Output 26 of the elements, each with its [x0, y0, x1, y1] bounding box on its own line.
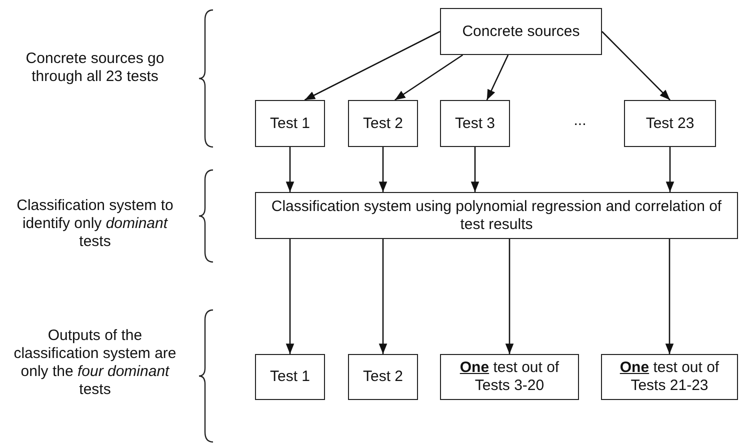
arrow [394, 54, 464, 101]
row-description: Concrete sources go through all 23 tests [24, 50, 166, 86]
test-box: Test 3 [440, 100, 510, 147]
arrow [286, 239, 294, 354]
test-box: Test 1 [255, 100, 325, 147]
ellipsis: ... [572, 112, 588, 130]
classification-box: Classification system using polynomial regression and correlation of test results [255, 192, 738, 239]
arrow [505, 239, 514, 354]
test-box: One test out of Tests 21-23 [601, 354, 738, 400]
row-description: Classification system to identify only dominant tests [16, 197, 174, 251]
arrow [666, 147, 674, 192]
arrow [286, 147, 294, 192]
arrow [304, 30, 440, 101]
test-box: Test 1 [255, 354, 325, 400]
test-box: Test 2 [348, 100, 418, 147]
arrow [378, 147, 388, 192]
source-box: Concrete sources [440, 8, 602, 55]
arrow [378, 239, 388, 354]
test-box: One test out of Tests 3-20 [440, 354, 579, 400]
arrow [486, 54, 509, 100]
arrow [602, 31, 670, 100]
row-description: Outputs of the classification system are only the four dominant tests [12, 327, 178, 399]
test-box: Test 23 [624, 100, 716, 147]
arrow [470, 147, 480, 192]
arrow [665, 239, 674, 354]
test-box: Test 2 [348, 354, 418, 400]
